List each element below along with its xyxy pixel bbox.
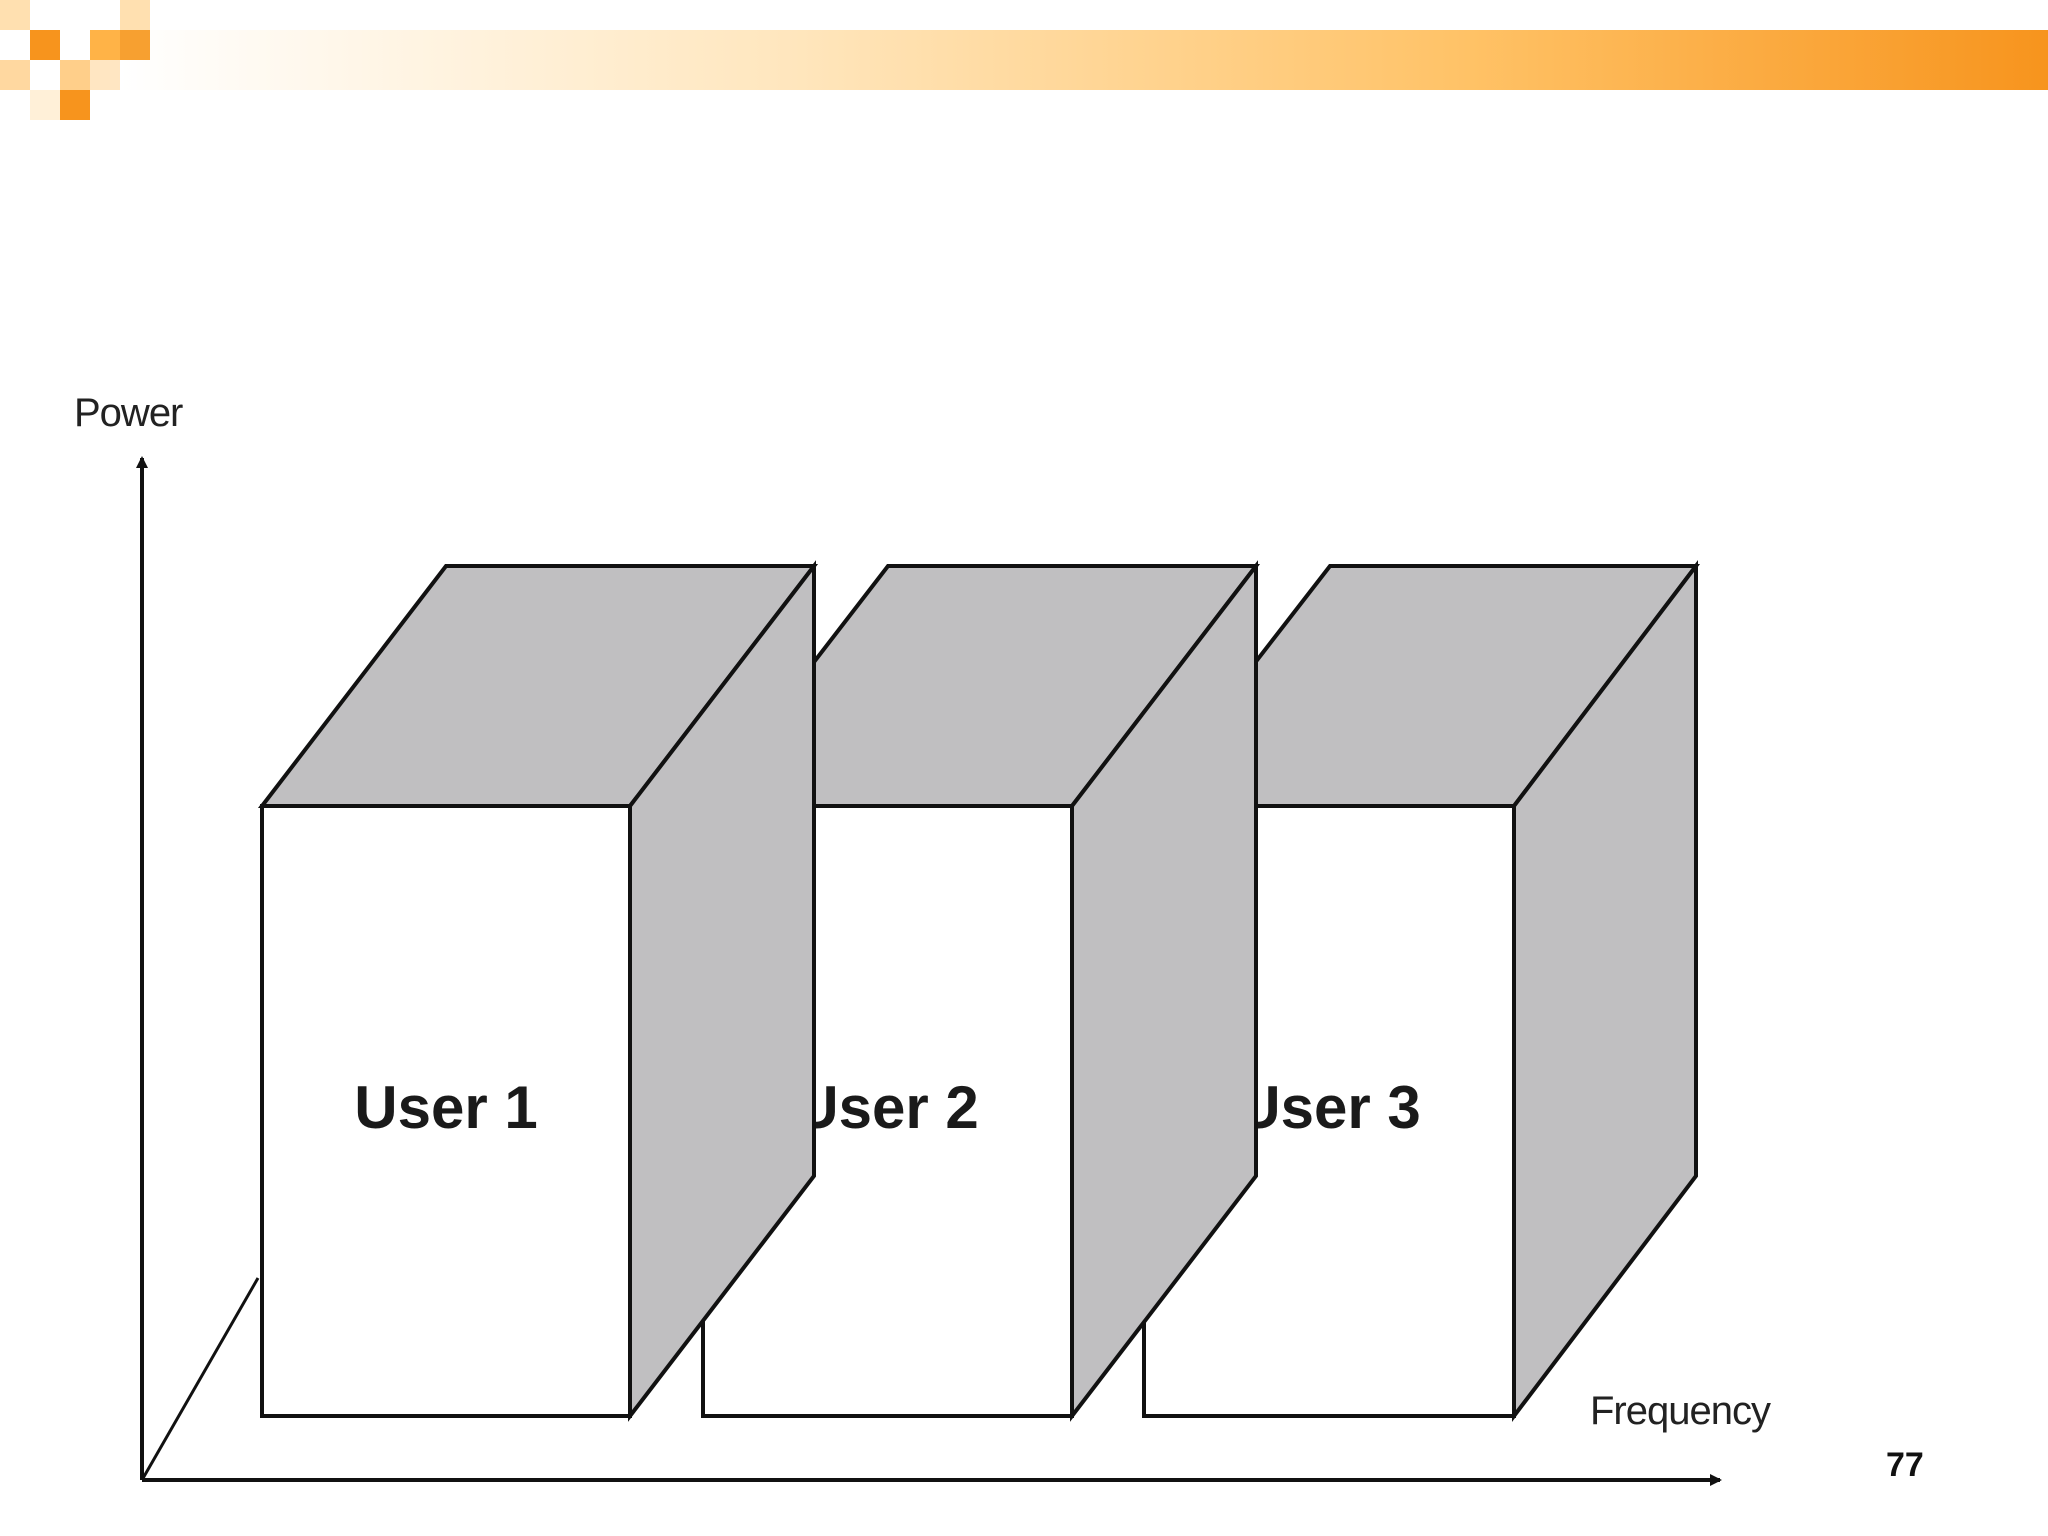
page-number: 77 bbox=[1886, 1446, 1924, 1484]
user-block-2: User 2 bbox=[698, 560, 1261, 1422]
user-block-3-label: User 3 bbox=[1237, 1074, 1420, 1141]
header-banner bbox=[0, 0, 2048, 120]
user-block-1-front-face bbox=[260, 804, 632, 1418]
depth-axis-line bbox=[140, 1277, 260, 1481]
user-block-2-label: User 2 bbox=[795, 1074, 978, 1141]
y-axis-label: Power bbox=[74, 391, 183, 435]
banner-pixel-logo bbox=[0, 0, 150, 120]
x-axis-label: Frequency bbox=[1590, 1389, 1771, 1433]
user-block-1-label: User 1 bbox=[354, 1074, 537, 1141]
user-block-1: User 1 bbox=[257, 560, 819, 1422]
banner-gradient-bar bbox=[120, 30, 2048, 90]
